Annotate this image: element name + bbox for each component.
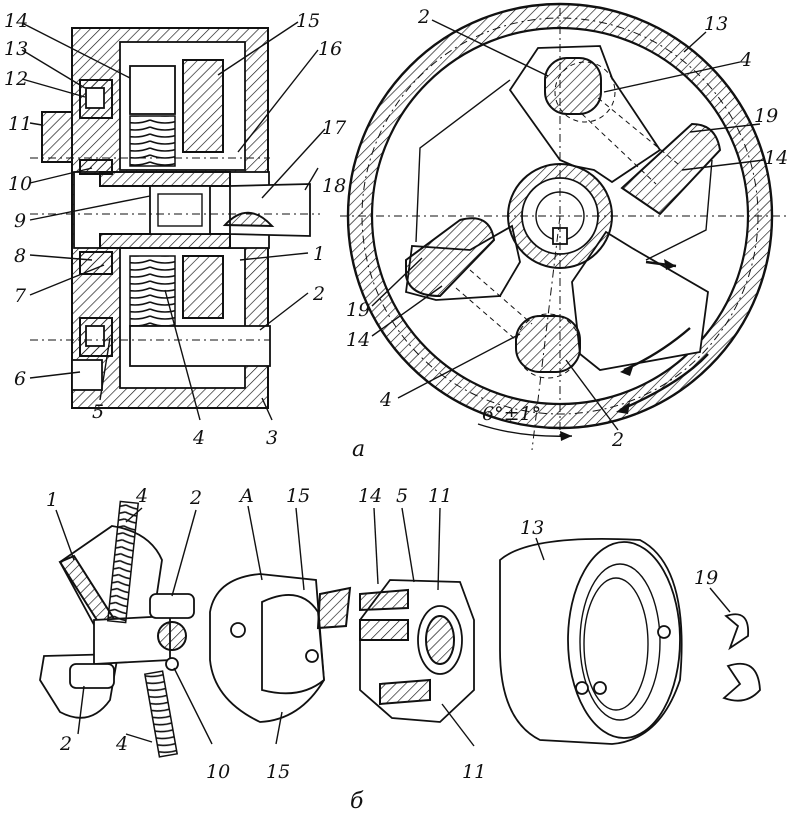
exploded-label-10: 10 — [206, 761, 230, 783]
label-16: 16 — [318, 38, 342, 60]
exploded-label-A: A — [238, 485, 254, 507]
label-8: 8 — [14, 245, 26, 267]
front-label-19-left: 19 — [346, 299, 370, 321]
front-label-14-left: 14 — [346, 329, 370, 351]
front-label-19-right: 19 — [754, 105, 778, 127]
front-leaders — [371, 19, 765, 431]
front-label-14-right: 14 — [764, 147, 788, 169]
front-label-2-top: 2 — [417, 6, 430, 28]
exploded-label-5: 5 — [396, 485, 408, 507]
section-view — [30, 27, 320, 409]
angle-annotation: 6°±1° — [482, 403, 541, 425]
exploded-label-4-bottom: 4 — [115, 733, 128, 755]
exploded-leaders — [55, 505, 731, 747]
exploded-label-11-bottom: 11 — [462, 761, 486, 783]
caption-b: б — [350, 789, 364, 814]
exploded-label-13: 13 — [520, 517, 544, 539]
exploded-label-11-top: 11 — [428, 485, 452, 507]
label-5: 5 — [92, 401, 104, 423]
exploded-label-14: 14 — [358, 485, 382, 507]
label-1: 1 — [313, 243, 325, 265]
exploded-label-19: 19 — [694, 567, 718, 589]
front-label-4-right: 4 — [739, 49, 752, 71]
exploded-label-15-top: 15 — [286, 485, 310, 507]
front-label-4-bottom: 4 — [379, 389, 392, 411]
exploded-view — [39, 500, 761, 758]
front-label-13: 13 — [704, 13, 728, 35]
label-3: 3 — [266, 427, 278, 449]
front-view — [340, 2, 790, 451]
label-9: 9 — [14, 210, 26, 232]
label-7: 7 — [14, 285, 27, 307]
label-17: 17 — [322, 117, 347, 139]
label-2: 2 — [312, 283, 325, 305]
exploded-label-2-bottom: 2 — [59, 733, 72, 755]
label-18: 18 — [322, 175, 346, 197]
label-10: 10 — [8, 173, 32, 195]
exploded-label-15-bottom: 15 — [266, 761, 290, 783]
front-label-2-bottom: 2 — [611, 429, 624, 451]
exploded-label-group: 1 4 2 A 15 14 5 11 13 19 2 4 10 15 11 б — [46, 485, 718, 814]
label-6: 6 — [14, 368, 26, 390]
section-leaders — [21, 21, 326, 421]
label-12: 12 — [4, 68, 28, 90]
exploded-label-2-top: 2 — [189, 487, 202, 509]
label-14: 14 — [4, 10, 28, 32]
label-4: 4 — [192, 427, 205, 449]
caption-a: а — [352, 437, 365, 462]
front-label-group: 2 13 4 19 14 19 14 4 2 6°±1° а — [346, 6, 788, 462]
label-11: 11 — [8, 113, 32, 135]
section-label-group: 14 13 12 11 10 9 8 7 6 5 4 3 2 1 18 17 1… — [4, 10, 347, 449]
exploded-label-4-top: 4 — [135, 485, 148, 507]
exploded-label-1: 1 — [46, 489, 58, 511]
label-15: 15 — [296, 10, 320, 32]
label-13: 13 — [4, 38, 28, 60]
